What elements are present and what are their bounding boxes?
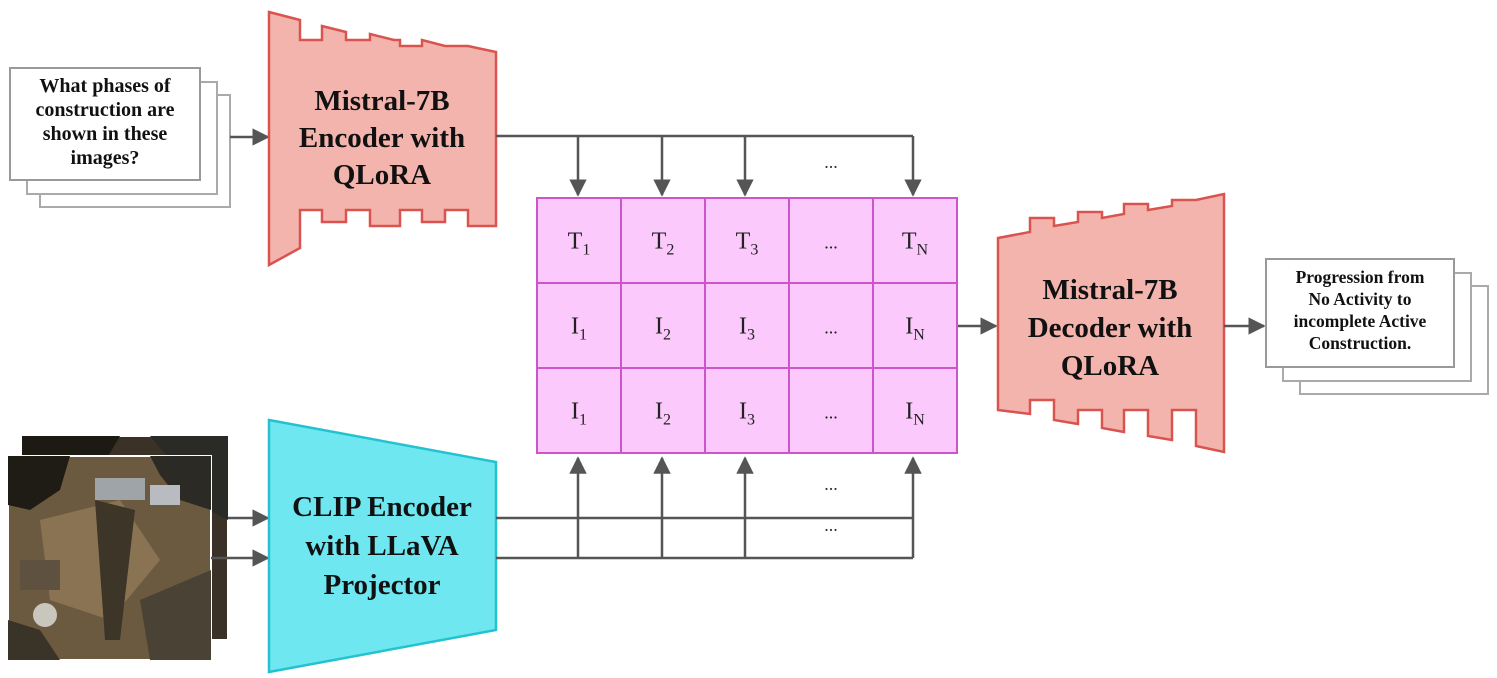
- question-line-3: shown in these: [43, 123, 168, 145]
- decoder-line-3: QLoRA: [1061, 350, 1159, 382]
- text-encoder-line-3: QLoRA: [333, 159, 431, 191]
- token-cell: [704, 282, 790, 369]
- token-label: ...: [824, 403, 838, 423]
- text-encoder-block: Mistral-7B Encoder with QLoRA: [267, 10, 498, 268]
- image-encoder-line-3: Projector: [324, 569, 441, 601]
- token-label: IN: [905, 399, 925, 429]
- decoder-line-2: Decoder with: [1028, 312, 1193, 344]
- answer-line-4: Construction.: [1309, 333, 1412, 353]
- token-label: TN: [902, 229, 929, 259]
- token-cell: [704, 367, 790, 454]
- token-label: IN: [905, 314, 925, 344]
- token-cell: [536, 197, 622, 284]
- decoder-line-1: Mistral-7B: [1042, 274, 1177, 306]
- image-encoder-line-2: with LLaVA: [305, 530, 458, 562]
- token-cell: [788, 367, 874, 454]
- token-label: T1: [568, 229, 591, 259]
- image-encoder-fanout: ... ...: [496, 456, 922, 560]
- answer-line-2: No Activity to: [1308, 289, 1411, 309]
- answer-card-front: [1265, 258, 1455, 368]
- fanout-bottom-ellipsis-1: ...: [824, 474, 838, 494]
- token-label: ...: [824, 318, 838, 338]
- image-encoder-line-1: CLIP Encoder: [292, 491, 472, 523]
- token-label: I3: [739, 399, 755, 429]
- text-encoder-line-2: Encoder with: [299, 122, 465, 154]
- fanout-top-ellipsis: ...: [824, 152, 838, 172]
- fanout-bottom-ellipsis-2: ...: [824, 515, 838, 535]
- satellite-image-stack: [7, 435, 229, 661]
- answer-card-stack: Progression from No Activity to incomple…: [1265, 258, 1489, 395]
- decoder-shape: [996, 192, 1226, 454]
- question-card-front: [9, 67, 201, 181]
- answer-line-1: Progression from: [1296, 267, 1425, 287]
- token-cell: [620, 367, 706, 454]
- token-label: I3: [739, 314, 755, 344]
- token-cell: [872, 282, 958, 369]
- question-line-1: What phases of: [39, 75, 170, 97]
- question-line-2: construction are: [35, 99, 174, 121]
- token-cell: [872, 367, 958, 454]
- decoder-block: Mistral-7B Decoder with QLoRA: [996, 192, 1226, 454]
- token-label: I1: [571, 314, 587, 344]
- token-label: ...: [824, 233, 838, 253]
- token-cell: [620, 282, 706, 369]
- text-encoder-fanout: ...: [496, 134, 922, 197]
- answer-line-3: incomplete Active: [1294, 311, 1427, 331]
- token-label: I1: [571, 399, 587, 429]
- image-encoder-block: CLIP Encoder with LLaVA Projector: [267, 418, 498, 674]
- question-line-4: images?: [71, 147, 140, 169]
- token-label: T3: [736, 229, 759, 259]
- token-cell: [620, 197, 706, 284]
- token-cell: [536, 282, 622, 369]
- text-encoder-shape: [267, 10, 498, 268]
- token-label: I2: [655, 314, 671, 344]
- token-label: T2: [652, 229, 675, 259]
- image-encoder-shape: [267, 418, 498, 674]
- token-cell: [872, 197, 958, 284]
- token-cell: [536, 367, 622, 454]
- token-label: I2: [655, 399, 671, 429]
- question-card-stack: What phases of construction are shown in…: [9, 67, 231, 208]
- text-encoder-line-1: Mistral-7B: [314, 85, 449, 117]
- satellite-image-front: [7, 455, 212, 661]
